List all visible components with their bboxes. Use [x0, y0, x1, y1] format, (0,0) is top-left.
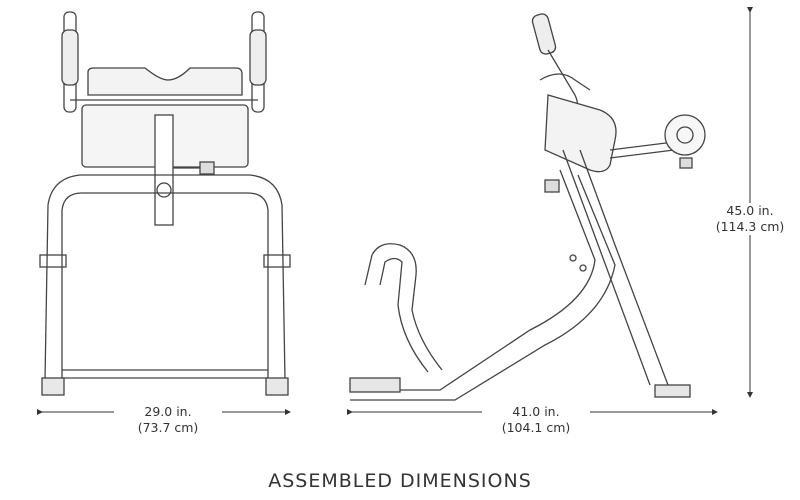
- base-frame: [350, 169, 616, 401]
- height-label: 45.0 in. (114.3 cm): [706, 203, 794, 235]
- left-foot: [41, 377, 65, 396]
- front-frame: [44, 174, 286, 381]
- seat-pad: [87, 67, 243, 96]
- side-handle: [531, 13, 557, 55]
- right-bracket: [263, 254, 291, 268]
- width-metric: (73.7 cm): [137, 420, 199, 435]
- right-handle-grip: [249, 29, 267, 86]
- pull-pin: [199, 161, 215, 175]
- side-knob: [544, 179, 560, 193]
- width-label: 29.0 in. (73.7 cm): [114, 404, 222, 436]
- right-foot: [265, 377, 289, 396]
- length-metric: (104.1 cm): [501, 420, 571, 435]
- diagram-title: ASSEMBLED DIMENSIONS: [268, 470, 532, 492]
- left-bracket: [39, 254, 67, 268]
- roller-knob: [679, 157, 693, 169]
- rear-leg: [562, 149, 669, 386]
- bolt: [569, 254, 577, 262]
- front-view: [39, 11, 291, 396]
- height-metric: (114.3 cm): [715, 219, 785, 234]
- left-handle-grip: [61, 29, 79, 86]
- center-post: [154, 114, 174, 226]
- height-imperial: 45.0 in.: [726, 203, 774, 218]
- rear-foot: [654, 384, 691, 398]
- foot-hook: [364, 243, 443, 373]
- roller-hub: [676, 126, 694, 144]
- bolt: [579, 264, 587, 272]
- side-view: [349, 13, 706, 401]
- front-foot: [349, 377, 401, 393]
- adjustment-knob: [156, 182, 172, 198]
- width-imperial: 29.0 in.: [144, 404, 192, 419]
- inner-frame: [61, 192, 269, 380]
- handle-brace: [539, 73, 591, 91]
- side-back-pad: [544, 94, 617, 173]
- length-label: 41.0 in. (104.1 cm): [482, 404, 590, 436]
- length-imperial: 41.0 in.: [512, 404, 560, 419]
- roller-pad: [664, 114, 706, 156]
